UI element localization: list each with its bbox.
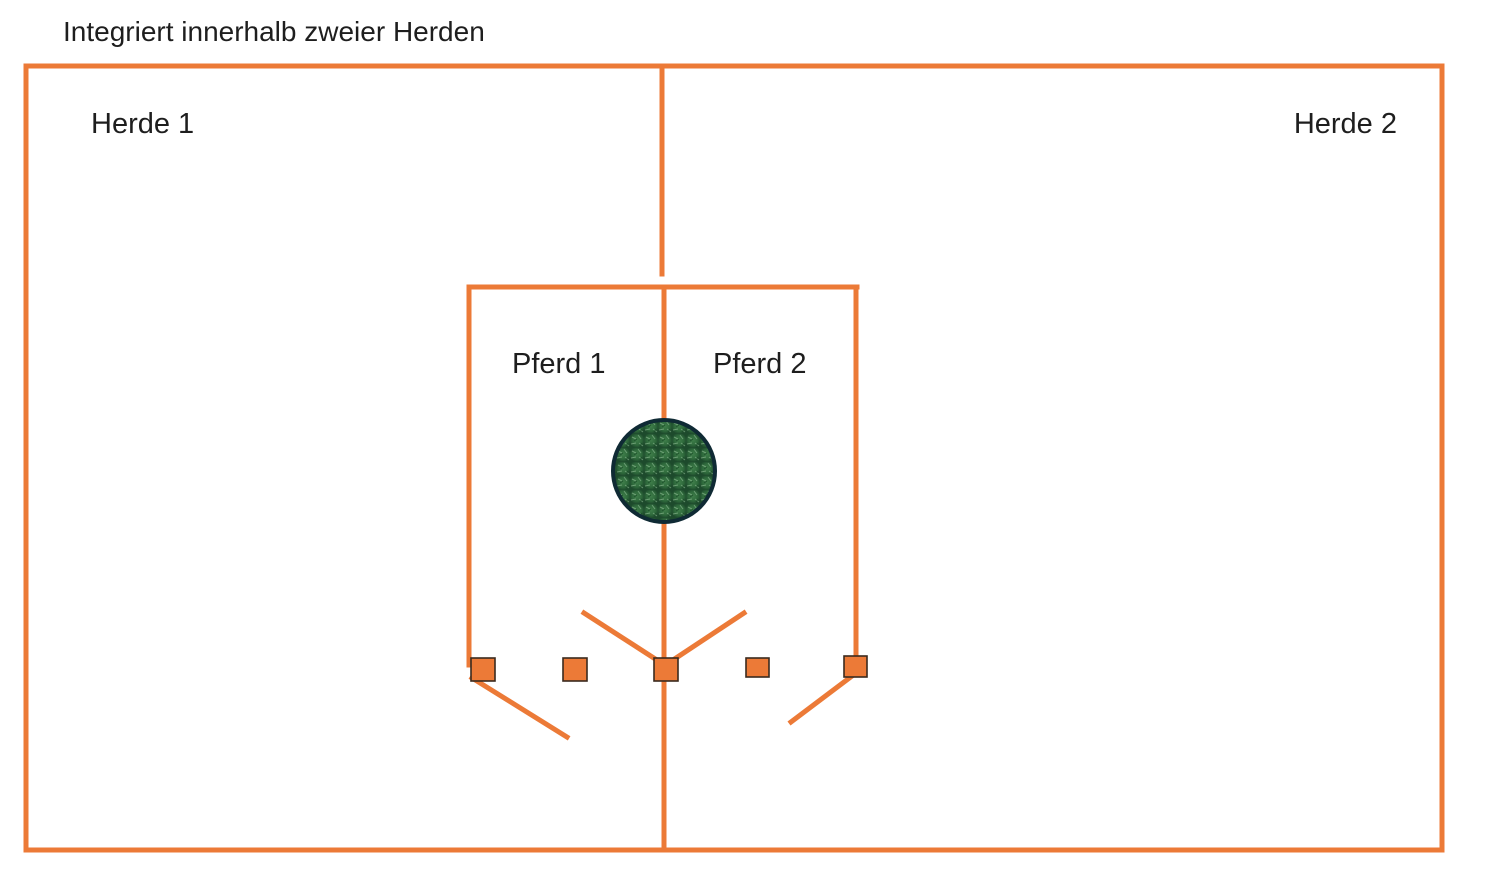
fence-post-icon — [653, 657, 679, 682]
fence-post-icon — [470, 657, 496, 682]
fence-post-icon — [562, 657, 588, 682]
horse-2-label: Pferd 2 — [713, 348, 807, 380]
gate-center-right — [666, 609, 748, 666]
gate-center-left — [580, 609, 664, 666]
fence-post-icon — [843, 655, 868, 678]
fence-post-icon — [745, 657, 770, 678]
gate-left-outer — [468, 674, 571, 741]
fence-posts — [470, 655, 868, 682]
fence-lines — [23, 63, 1445, 853]
herd-2-label: Herde 2 — [1294, 108, 1397, 140]
herd-1-label: Herde 1 — [91, 108, 194, 140]
tree-circle-icon — [611, 418, 717, 524]
diagram-title: Integriert innerhalb zweier Herden — [63, 16, 485, 47]
gate-right-outer — [787, 672, 856, 726]
outer-fence — [23, 63, 1445, 853]
horse-1-label: Pferd 1 — [512, 348, 606, 380]
